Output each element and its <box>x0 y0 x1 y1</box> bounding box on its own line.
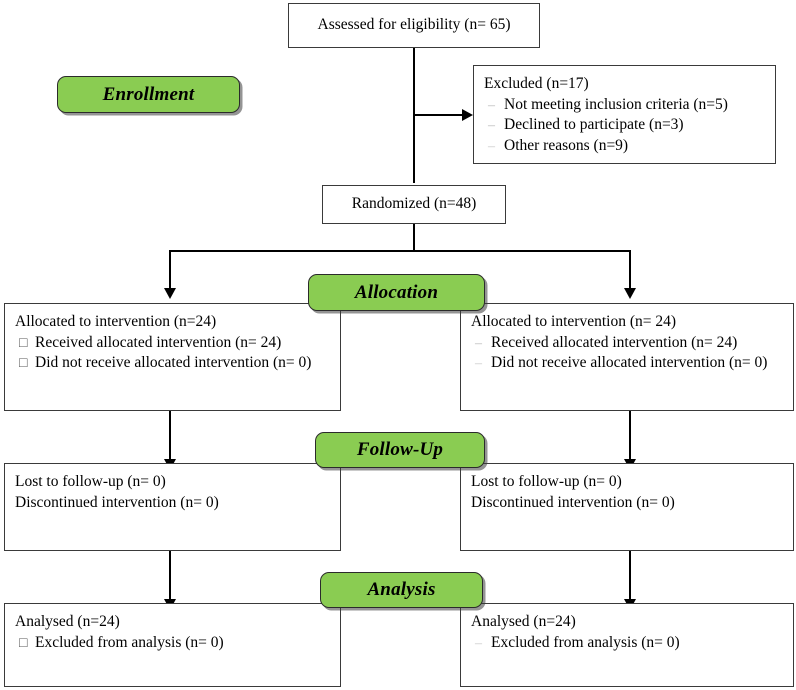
analysis-right-item-0-label: Excluded from analysis (n= 0) <box>491 633 680 651</box>
connector-followup-to-analysis-left <box>169 550 171 602</box>
allocation-left-item-0: □ Received allocated intervention (n= 24) <box>15 333 330 354</box>
analysis-right-header: Analysed (n=24) <box>471 613 576 630</box>
stage-followup-text: Follow-Up <box>356 439 444 460</box>
connector-alloc-to-followup-left <box>169 410 171 462</box>
allocation-left-item-1-label: Did not receive allocated intervention (… <box>35 354 312 372</box>
analysis-right-item-0: –Excluded from analysis (n= 0) <box>471 633 783 654</box>
square-bullet-icon: □ <box>19 635 28 651</box>
arrow-allocation-left <box>164 288 176 299</box>
square-bullet-icon: □ <box>19 356 28 372</box>
box-followup-right: Lost to follow-up (n= 0) Discontinued in… <box>460 463 794 551</box>
allocation-left-item-0-label: Received allocated intervention (n= 24) <box>35 333 282 351</box>
assessed-text: Assessed for eligibility (n= 65) <box>317 16 511 34</box>
followup-right-line1: Lost to follow-up (n= 0) <box>471 473 622 490</box>
box-excluded: Excluded (n=17) –Not meeting inclusion c… <box>473 65 776 164</box>
allocation-left-item-1: □ Did not receive allocated intervention … <box>15 353 330 374</box>
allocation-left-header: Allocated to intervention (n=24) <box>15 313 217 330</box>
stage-analysis-text: Analysis <box>367 579 436 600</box>
box-assessed-for-eligibility: Assessed for eligibility (n= 65) <box>288 3 540 48</box>
box-randomized: Randomized (n=48) <box>322 185 506 224</box>
followup-left-line1: Lost to follow-up (n= 0) <box>15 473 166 490</box>
allocation-right-header: Allocated to intervention (n= 24) <box>471 313 677 330</box>
stage-label-analysis: Analysis <box>320 572 483 608</box>
square-bullet-icon: □ <box>19 335 28 351</box>
box-allocation-right: Allocated to intervention (n= 24) –Recei… <box>460 303 794 411</box>
connector-split-right-drop <box>629 250 631 294</box>
connector-split-left-drop <box>169 250 171 294</box>
dash-bullet-icon: – <box>475 635 482 651</box>
box-analysis-left: Analysed (n=24) □ Excluded from analysis … <box>4 603 341 687</box>
arrow-to-excluded <box>462 109 473 121</box>
excluded-item-0-label: Not meeting inclusion criteria (n=5) <box>504 95 728 113</box>
connector-randomized-down <box>413 224 415 252</box>
excluded-item-1: –Declined to participate (n=3) <box>484 115 765 136</box>
analysis-left-item-0: □ Excluded from analysis (n= 0) <box>15 633 330 654</box>
stage-label-enrollment: Enrollment <box>57 76 240 113</box>
box-analysis-right: Analysed (n=24) –Excluded from analysis … <box>460 603 794 687</box>
excluded-item-2: –Other reasons (n=9) <box>484 136 765 157</box>
dash-bullet-icon: – <box>475 356 482 372</box>
followup-right-line2: Discontinued intervention (n= 0) <box>471 493 675 511</box>
allocation-right-item-1: –Did not receive allocated intervention … <box>471 353 783 374</box>
box-allocation-left: Allocated to intervention (n=24) □ Receiv… <box>4 303 341 411</box>
stage-label-followup: Follow-Up <box>315 432 485 468</box>
connector-to-excluded <box>413 114 467 116</box>
excluded-item-1-label: Declined to participate (n=3) <box>504 116 684 134</box>
dash-bullet-icon: – <box>488 97 495 113</box>
dash-bullet-icon: – <box>488 118 495 134</box>
allocation-right-item-0-label: Received allocated intervention (n= 24) <box>491 333 738 351</box>
dash-bullet-icon: – <box>488 138 495 154</box>
box-followup-left: Lost to follow-up (n= 0) Discontinued in… <box>4 463 341 551</box>
dash-bullet-icon: – <box>475 335 482 351</box>
arrow-allocation-right <box>624 288 636 299</box>
stage-allocation-text: Allocation <box>354 281 439 303</box>
followup-left-line2: Discontinued intervention (n= 0) <box>15 493 219 511</box>
connector-alloc-to-followup-right <box>629 410 631 462</box>
excluded-item-0: –Not meeting inclusion criteria (n=5) <box>484 95 765 116</box>
excluded-header: Excluded (n=17) <box>484 75 589 92</box>
analysis-left-header: Analysed (n=24) <box>15 613 120 630</box>
stage-label-allocation: Allocation <box>308 274 485 311</box>
allocation-right-item-1-label: Did not receive allocated intervention (… <box>491 354 768 372</box>
excluded-item-2-label: Other reasons (n=9) <box>504 136 629 154</box>
allocation-right-item-0: –Received allocated intervention (n= 24) <box>471 333 783 354</box>
connector-split-bar <box>169 250 631 252</box>
stage-enrollment-text: Enrollment <box>102 83 195 105</box>
connector-followup-to-analysis-right <box>629 550 631 602</box>
randomized-text: Randomized (n=48) <box>351 195 477 213</box>
analysis-left-item-0-label: Excluded from analysis (n= 0) <box>35 633 224 651</box>
